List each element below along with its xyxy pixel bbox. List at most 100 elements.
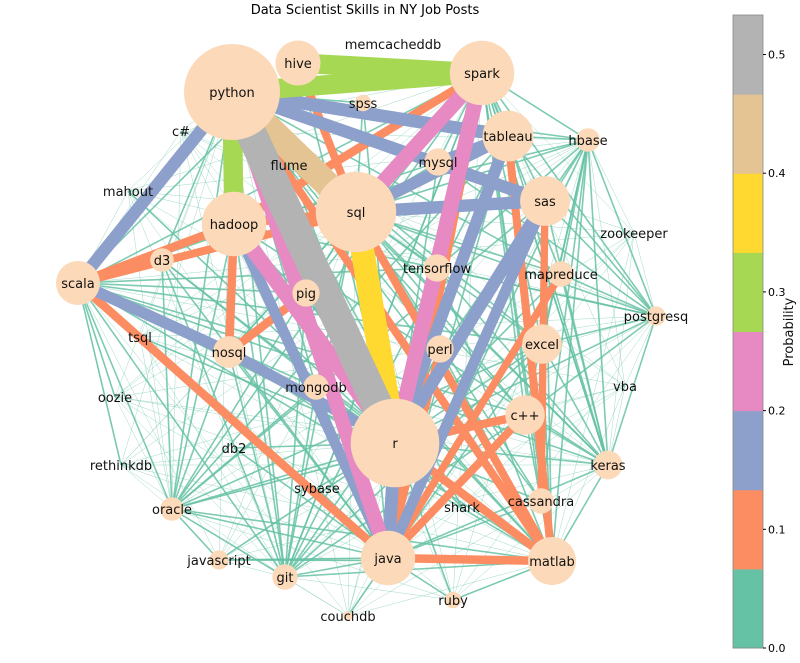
- node-label-couchdb: couchdb: [320, 610, 375, 625]
- node-matlab: [528, 537, 576, 585]
- node-spss: [354, 94, 372, 112]
- node-cassandra: [528, 488, 554, 514]
- node-label-tableau: tableau: [483, 130, 532, 145]
- node-label-tsql: tsql: [128, 331, 152, 346]
- node-label-ruby: ruby: [438, 594, 468, 609]
- colorbar-tick-label: 0.3: [768, 286, 786, 299]
- node-label-c#: c#: [172, 125, 190, 140]
- node-mongodb: [303, 374, 329, 400]
- edge-zookeeper-keras: [607, 232, 635, 466]
- edge-ruby-git: [284, 576, 454, 601]
- edge-mahout-spark: [127, 72, 483, 192]
- node-d3: [150, 248, 174, 272]
- colorbar-tick-label: 0.4: [768, 167, 786, 180]
- node-hbase: [576, 128, 600, 152]
- node-git: [272, 564, 298, 590]
- node-label-keras: keras: [590, 459, 625, 474]
- node-hadoop: [201, 191, 267, 257]
- edge-zookeeper-hbase: [587, 139, 635, 234]
- node-label-flume: flume: [270, 159, 307, 174]
- edge-zookeeper-r: [394, 232, 635, 444]
- node-label-javascript: javascript: [186, 554, 250, 569]
- colorbar-label: Probability: [782, 297, 797, 366]
- edge-oracle-d3: [161, 259, 173, 510]
- edge-ruby-oracle: [171, 508, 454, 601]
- edge-zookeeper-postgresq: [633, 232, 657, 317]
- edge-tsql-git: [139, 336, 286, 578]
- node-label-memcacheddb: memcacheddb: [345, 38, 442, 53]
- edge-java-oracle: [171, 508, 389, 559]
- node-ruby: [444, 591, 462, 609]
- node-label-hive: hive: [284, 57, 312, 72]
- edge-python-matlab: [228, 89, 556, 564]
- node-label-hadoop: hadoop: [210, 218, 259, 233]
- nodes-layer: [56, 40, 666, 621]
- node-oracle: [160, 497, 184, 521]
- edge-python-r: [218, 85, 409, 450]
- edge-oracle-nosql: [171, 351, 230, 510]
- edge-java-matlab: [387, 553, 553, 566]
- edge-scala-java: [75, 279, 391, 562]
- colorbar-frame: [732, 14, 764, 649]
- edge-zookeeper-java: [387, 232, 635, 559]
- node-keras: [593, 450, 623, 480]
- colorbar-tick-label: 0.2: [768, 405, 786, 418]
- edge-oozie-oracle: [114, 396, 173, 510]
- edge-javascript-scala: [77, 282, 220, 561]
- node-label-sql: sql: [347, 206, 366, 221]
- node-label-spss: spss: [349, 97, 378, 112]
- node-perl: [426, 335, 454, 363]
- colorbar-segment: [733, 410, 763, 491]
- node-label-zookeeper: zookeeper: [600, 227, 668, 242]
- node-label-vba: vba: [613, 380, 637, 395]
- colorbar-segment: [733, 173, 763, 253]
- edge-mahout-r: [127, 190, 396, 444]
- node-java: [360, 530, 416, 586]
- node-label-excel: excel: [525, 338, 559, 353]
- edge-scala-oracle: [77, 282, 173, 510]
- edge-vba-git: [284, 385, 626, 578]
- edge-scala-nosql: [75, 277, 232, 358]
- edge-rethinkdb-scala: [77, 282, 122, 466]
- node-label-pig: pig: [296, 287, 316, 302]
- colorbar-tick-label: 0.5: [768, 49, 786, 62]
- node-label-mahout: mahout: [103, 185, 153, 200]
- edge-vba-hbase: [587, 139, 626, 387]
- node-label-db2: db2: [222, 442, 247, 457]
- node-label-spark: spark: [464, 67, 500, 82]
- edge-sas-java: [383, 198, 550, 561]
- colorbar-segment: [733, 15, 763, 95]
- edge-oozie-matlab: [114, 396, 553, 562]
- edge-zookeeper-matlab: [551, 232, 635, 562]
- node-label-git: git: [277, 571, 294, 586]
- node-mysql: [424, 148, 452, 176]
- node-label-tensorflow: tensorflow: [403, 262, 472, 277]
- node-label-mongodb: mongodb: [285, 381, 347, 396]
- edge-matlab-tensorflow: [436, 267, 553, 562]
- node-pig: [292, 279, 320, 307]
- edge-ruby-postgresq: [452, 315, 657, 601]
- edge-hbase-postgresq: [587, 139, 657, 317]
- colorbar-segment: [733, 94, 763, 174]
- edge-couchdb-keras: [347, 464, 609, 617]
- node-label-c++: c++: [511, 409, 540, 424]
- node-nosql: [213, 336, 245, 368]
- chart-title: Data Scientist Skills in NY Job Posts: [251, 3, 480, 18]
- node-mapreduce: [548, 261, 574, 287]
- node-c++: [505, 395, 545, 435]
- colorbar: 0.00.10.20.30.40.5: [732, 14, 786, 655]
- node-label-java: java: [373, 552, 401, 567]
- node-label-d3: d3: [154, 254, 171, 269]
- node-label-rethinkdb: rethinkdb: [90, 459, 152, 474]
- node-tableau: [482, 110, 534, 162]
- edge-postgresq-sas: [544, 200, 657, 317]
- colorbar-tick-label: 0.1: [768, 523, 786, 536]
- node-sql: [315, 171, 397, 253]
- edge-couchdb-oracle: [171, 508, 349, 617]
- edge-java-keras: [387, 464, 609, 559]
- node-label-sybase: sybase: [294, 482, 339, 497]
- edge-python-oracle: [171, 91, 233, 510]
- edge-vba-postgresq: [624, 315, 657, 387]
